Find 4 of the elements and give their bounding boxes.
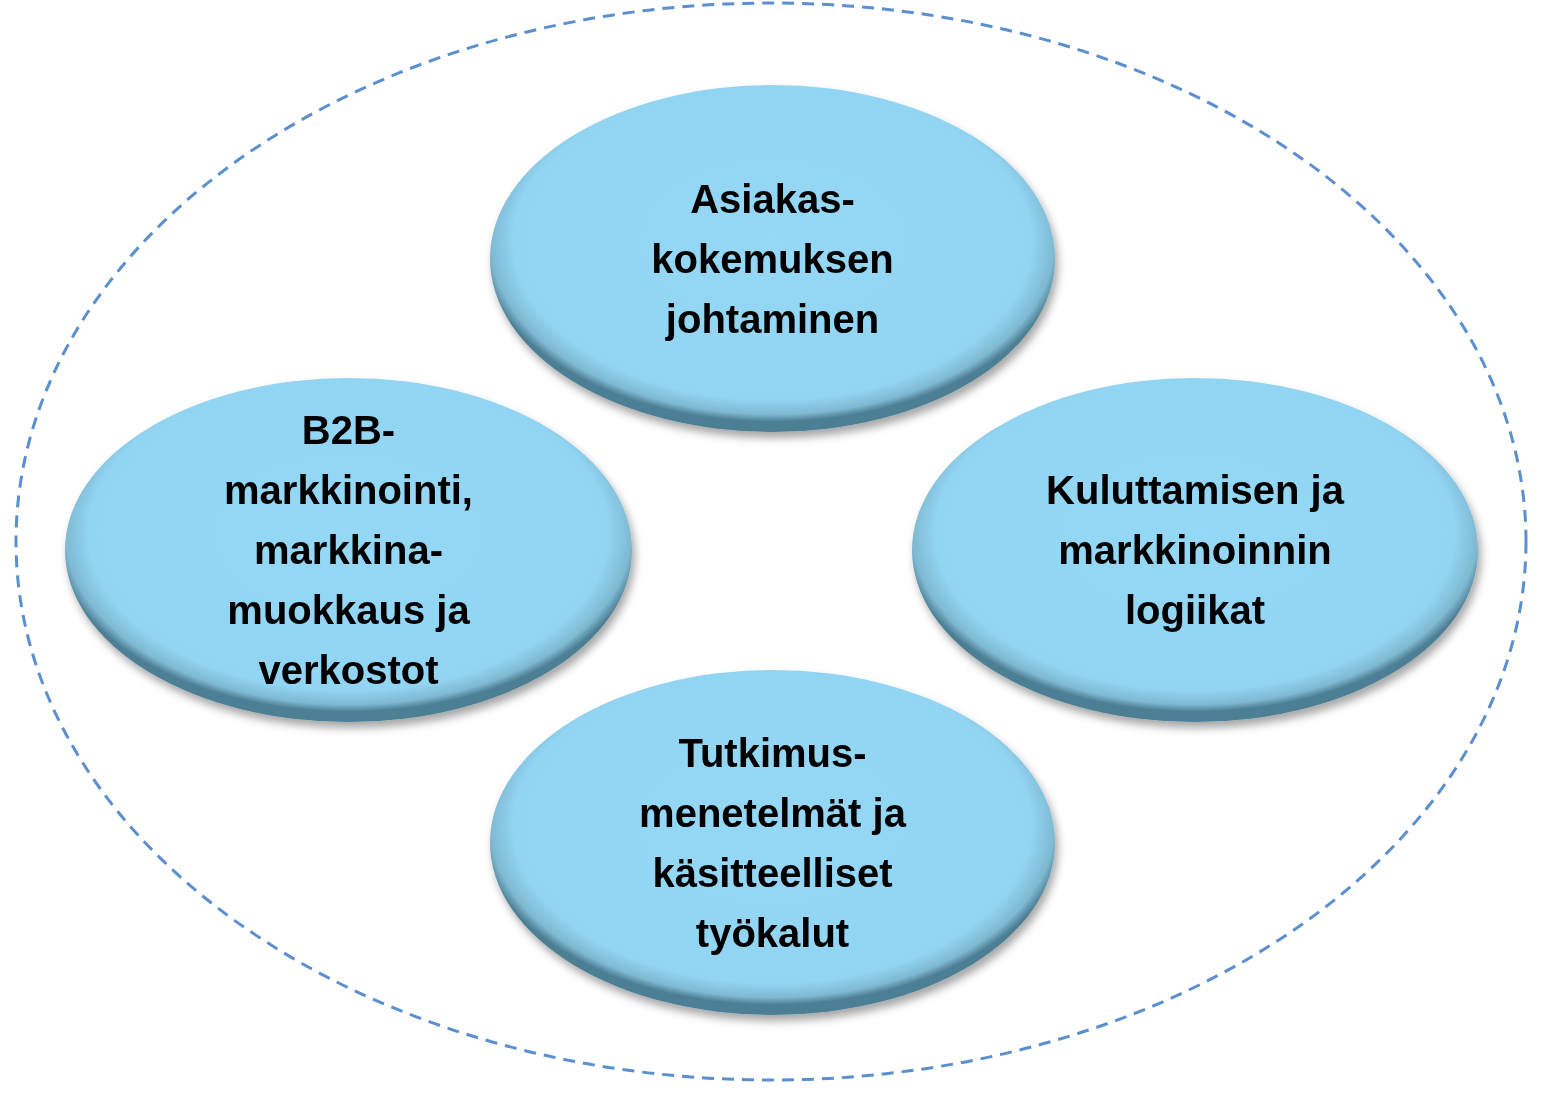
topic-label: B2B- markkinointi, markkina- muokkaus ja verkostot [223,407,474,694]
topic-label: Tutkimus- menetelmät ja käsitteelliset työkalut [638,729,908,957]
topic-label: Kuluttamisen ja markkinoinnin logiikat [1045,467,1345,634]
topic-label: Asiakas- kokemuksen johtaminen [650,175,895,343]
